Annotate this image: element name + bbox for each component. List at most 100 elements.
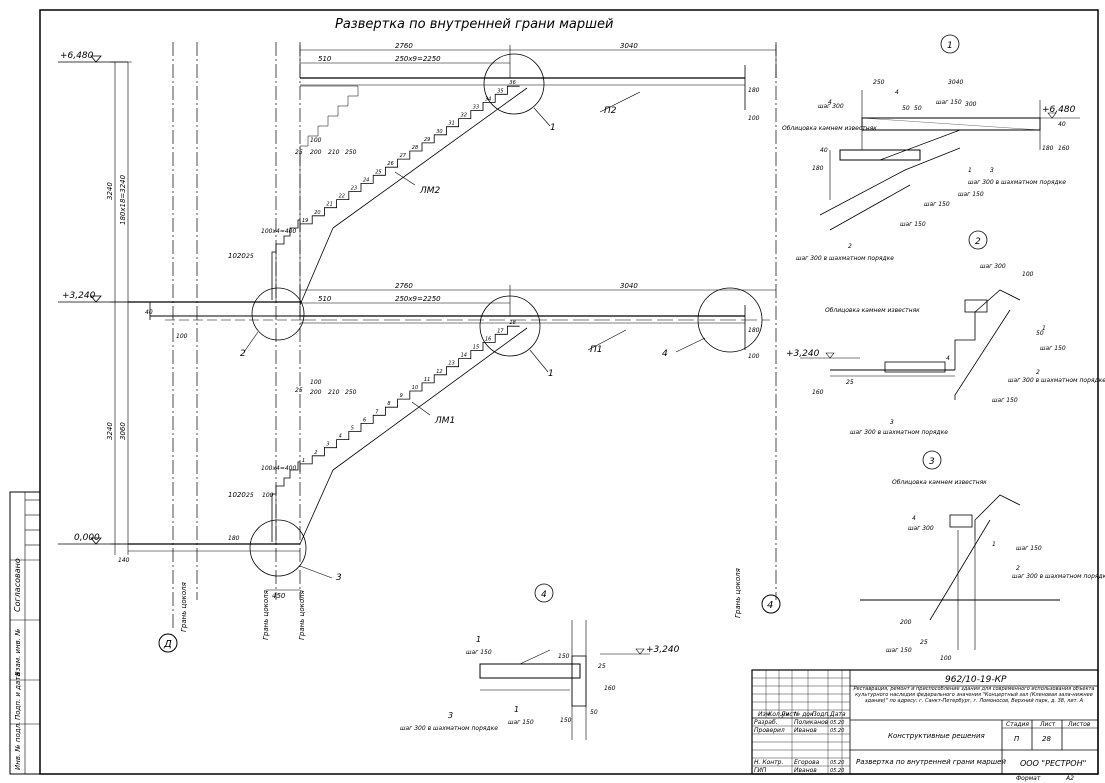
detail-4-50: 50 (590, 709, 598, 716)
stamp-stage: П (1014, 735, 1020, 743)
detail-3: 3 Облицовка камнем известняк шаг 300 шаг… (860, 450, 1105, 662)
dim-100-mid: 100 (176, 333, 188, 340)
dim-100-up: 100 (310, 137, 322, 144)
detail-1: 1 +6,480 250 3040 50 50 300 40 160 180 ш… (782, 34, 1080, 262)
stamp-col-3: Лист (780, 711, 797, 718)
step-number: 14 (461, 353, 467, 359)
detail-4-160: 160 (604, 685, 616, 692)
axis-label-d: Д (163, 639, 172, 650)
dim-180-zero: 180 (228, 535, 240, 542)
step-number: 12 (436, 369, 442, 375)
detail-1-step150c: шаг 150 (924, 201, 950, 208)
detail-4-cal1b: 1 (514, 705, 519, 714)
level-mid: +3,240 (62, 291, 96, 301)
dim-100x4-lower: 100х4=400 (261, 465, 296, 472)
detail-1-50a: 50 (902, 105, 910, 112)
landing-mid-left (128, 301, 770, 552)
side-stamp: Согласовано Взам. инв. № Подп. и дата Ин… (9, 491, 41, 775)
dim-25-up: 25 (295, 149, 303, 156)
detail-4-level: +3,240 (646, 645, 680, 655)
level-top: +6,480 (60, 51, 94, 61)
dim-3060-bot: 3060 (119, 422, 127, 440)
dim-210-lo: 210 (328, 389, 340, 396)
detail-1-180b: 180 (812, 165, 824, 172)
detail-3-100: 100 (940, 655, 952, 662)
detail-1-level: +6,480 (1042, 105, 1076, 115)
stamp-date-2: 05.20 (830, 728, 844, 734)
detail-1-lining: Облицовка камнем известняк (782, 125, 877, 132)
label-lm1: ЛМ1 (434, 416, 455, 426)
side-stamp-inv: Инв. № подл. (14, 722, 22, 770)
step-number: 29 (424, 137, 430, 143)
top-dim-chains (299, 45, 777, 316)
step-number: 6 (363, 417, 366, 423)
detail-2-cal3: 3 (890, 419, 894, 426)
dim-2760-mid: 2760 (395, 282, 413, 290)
detail-4-step150b: шаг 150 (508, 719, 534, 726)
stamp-col-1: Изм. (758, 711, 772, 718)
detail-1-250: 250 (873, 79, 885, 86)
stamp-sheet-hdr: Лист (1039, 721, 1056, 728)
dim-25-lo: 25 (295, 387, 303, 394)
detail-2-160: 160 (812, 389, 824, 396)
stamp-sheet: 28 (1042, 735, 1051, 743)
level-marks: +6,480 +3,240 0,000 (58, 51, 128, 545)
step-number: 36 (509, 80, 515, 86)
step-number: 4 (339, 434, 342, 440)
axis-bubble-d (158, 633, 178, 653)
stamp-format-label: Формат (1016, 775, 1041, 782)
stamp-name-3: Егорова (794, 759, 820, 766)
step-number: 1 (302, 458, 305, 464)
stamp-sheet-title: Развертка по внутренней грани маршей (856, 758, 1006, 766)
detail-2-cal2: 2 (1036, 369, 1040, 376)
detail-circles: 1 1 2 3 4 (240, 53, 763, 583)
detail-4-chess: шаг 300 в шахматном порядке (400, 725, 498, 732)
step-number: 26 (387, 161, 393, 167)
dim-25-upper-left: 25 (246, 253, 254, 260)
dim-250-lo: 250 (345, 389, 357, 396)
dim-450: 450 (272, 592, 286, 600)
stamp-name-4: Иванов (794, 767, 817, 774)
detail-2-chess-b: шаг 300 в шахматном порядке (1008, 377, 1105, 384)
dim-40-mid: 40 (145, 309, 153, 316)
stamp-col-4: № док. (793, 711, 816, 718)
step-number: 9 (400, 393, 403, 399)
detail-3-cal2: 2 (1016, 565, 1020, 572)
detail-1-300: 300 (965, 101, 977, 108)
dim-200-lo: 200 (310, 389, 322, 396)
callout-1-lower: 1 (548, 369, 554, 379)
dim-210-up: 210 (328, 149, 340, 156)
detail-circle-1-lower (479, 295, 541, 357)
step-number: 27 (400, 153, 407, 159)
step-number: 11 (424, 377, 430, 383)
step-number: 16 (485, 336, 491, 342)
dim-3040-top: 3040 (620, 42, 638, 50)
detail-4-step150a: шаг 150 (466, 649, 492, 656)
dim-180x18-top: 180х18=3240 (119, 174, 127, 225)
detail-1-3040: 3040 (948, 79, 963, 86)
detail-1-180: 180 (1042, 145, 1054, 152)
step-number: 3 (326, 442, 329, 448)
vertical-dimensions (110, 61, 132, 555)
detail-1-step150a: шаг 150 (936, 99, 962, 106)
step-number: 13 (448, 361, 454, 367)
step-number: 7 (375, 409, 379, 415)
step-number: 33 (473, 105, 479, 111)
detail-4: 4 +3,240 1 шаг 150 1 шаг 150 3 шаг 300 в… (400, 583, 680, 740)
detail-1-cal4: 4 (895, 89, 899, 96)
detail-2-step150: шаг 150 (992, 397, 1018, 404)
detail-2-cal1: 1 (1042, 325, 1046, 332)
dim-140-zero: 140 (118, 557, 130, 564)
detail-1-cal3: 3 (990, 167, 994, 174)
stamp-name-1: Поликанов (794, 719, 829, 726)
dim-250-up: 250 (345, 149, 357, 156)
dim-180-up: 180 (748, 87, 760, 94)
callout-4: 4 (662, 349, 668, 359)
stamp-role-2: Проверил (754, 727, 785, 734)
dim-100-lower-left: 100 (262, 492, 274, 499)
detail-circle-1-upper (483, 53, 545, 115)
detail-2-cal4: 4 (946, 355, 950, 362)
stamp-col-6: Дата (829, 711, 846, 718)
dim-200-up: 200 (310, 149, 322, 156)
